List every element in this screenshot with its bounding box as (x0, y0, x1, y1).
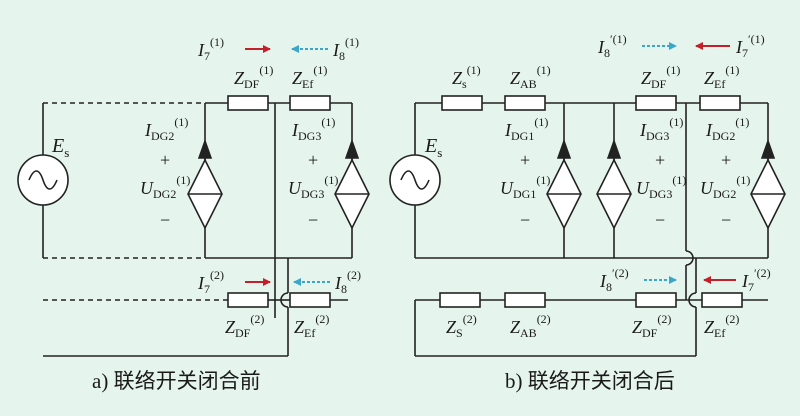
label-idg3-b: IDG3(1) (639, 115, 683, 143)
label-zdf1-a: ZDF(1) (234, 63, 273, 91)
label-i7p-1-b: I7′(1) (735, 32, 765, 60)
impedance-zef2-b (701, 292, 743, 308)
label-zdf2-b: ZDF(2) (632, 312, 671, 340)
minus-dg2-a: − (160, 210, 170, 230)
label-i8-1-a: I8(1) (332, 35, 359, 63)
impedance-zab1-b (504, 95, 546, 111)
minus-dg3-a: − (308, 210, 318, 230)
label-udg1-b: UDG1(1) (500, 173, 550, 201)
label-zs2-b: ZS(2) (446, 312, 477, 340)
impedance-zef1-a (289, 95, 331, 111)
label-i7p-2-b: I7′(2) (741, 266, 771, 294)
dg1-source-b (546, 138, 582, 230)
label-i8-2-a: I8(2) (334, 268, 361, 296)
label-idg3-a: IDG3(1) (291, 115, 335, 143)
impedance-zdf2-a (227, 292, 269, 308)
voltage-source-b (389, 154, 441, 206)
impedance-zs2-b (439, 292, 481, 308)
plus-dg2-a: + (160, 150, 170, 170)
impedance-zab2-b (504, 292, 546, 308)
label-zab1-b: ZAB(1) (510, 63, 551, 91)
panel-b (414, 102, 769, 357)
label-zdf2-a: ZDF(2) (225, 312, 264, 340)
impedance-zef2-a (289, 292, 331, 308)
dg3-source-b (596, 138, 632, 230)
label-udg3-a: UDG3(1) (288, 173, 338, 201)
label-zef1-a: ZEf(1) (292, 63, 327, 91)
label-es-a: Es (51, 135, 69, 160)
impedance-zdf1-b (635, 95, 677, 111)
impedance-zdf2-b (635, 292, 677, 308)
dg2-source-a (187, 138, 223, 230)
label-idg2-b: IDG2(1) (705, 115, 749, 143)
label-udg3-b: UDG3(1) (636, 173, 686, 201)
impedance-zef1-b (699, 95, 741, 111)
label-zef2-a: ZEf(2) (294, 312, 329, 340)
label-i8p-1-b: I8′(1) (597, 32, 627, 60)
label-zdf1-b: ZDF(1) (641, 63, 680, 91)
plus-dg1-b: + (520, 150, 530, 170)
impedance-zdf1-a (227, 95, 269, 111)
label-zab2-b: ZAB(2) (510, 312, 551, 340)
label-es-b: Es (424, 135, 442, 160)
minus-dg3-b: − (655, 210, 665, 230)
caption-b: b) 联络开关闭合后 (505, 369, 675, 393)
panel-a (42, 102, 353, 357)
label-zef2-b: ZEf(2) (704, 312, 739, 340)
impedance-zs1-b (441, 95, 483, 111)
label-idg2-a: IDG2(1) (144, 115, 188, 143)
caption-a: a) 联络开关闭合前 (92, 369, 261, 393)
plus-dg3-b: + (655, 150, 665, 170)
label-i8p-2-b: I8′(2) (599, 266, 629, 294)
label-zef1-b: ZEf(1) (704, 63, 739, 91)
label-i7-1-a: I7(1) (197, 35, 224, 63)
label-udg2-a: UDG2(1) (140, 173, 190, 201)
minus-dg2-b: − (721, 210, 731, 230)
voltage-source-a (17, 154, 69, 206)
label-i7-2-a: I7(2) (197, 268, 224, 296)
minus-dg1-b: − (520, 210, 530, 230)
label-idg1-b: IDG1(1) (504, 115, 548, 143)
plus-dg2-b: + (721, 150, 731, 170)
label-zs1-b: Zs(1) (452, 63, 481, 91)
plus-dg3-a: + (308, 150, 318, 170)
dg2-source-b (750, 138, 786, 230)
dg3-source-a (334, 138, 370, 230)
label-udg2-b: UDG2(1) (700, 173, 750, 201)
